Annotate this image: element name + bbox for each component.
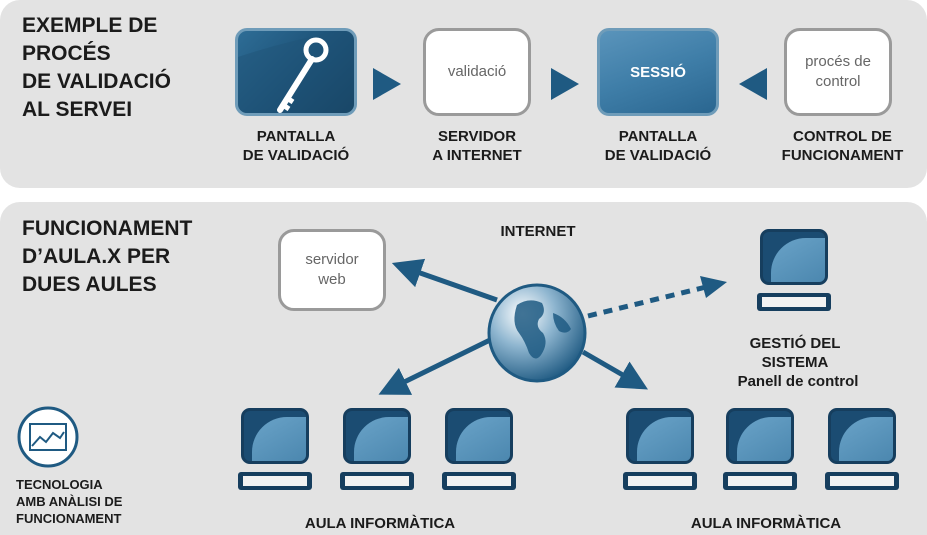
classroom-left-label: AULA INFORMÀTICA [304, 515, 456, 532]
classroom-right-label: AULA INFORMÀTICA [690, 515, 842, 532]
validation-process-title: EXEMPLE DE PROCÉS DE VALIDACIÓ AL SERVEI [22, 14, 171, 121]
key-icon [238, 31, 354, 113]
control-process-box: procés de control [784, 28, 892, 116]
classroom-computer-icon [623, 408, 697, 494]
control-panel-label: Panell de control [737, 373, 859, 390]
session-box: SESSIÓ [597, 28, 719, 116]
control-label: CONTROL DE FUNCIONAMENT [781, 128, 904, 164]
management-label: GESTIÓ DEL SISTEMA [749, 335, 841, 371]
management-computer-icon [757, 229, 831, 315]
classroom-computer-icon [723, 408, 797, 494]
classroom-computer-icon [340, 408, 414, 494]
classroom-computer-icon [442, 408, 516, 494]
web-server-box: servidor web [278, 229, 386, 311]
two-classrooms-title: FUNCIONAMENT D’AULA.X PER DUES AULES [22, 217, 193, 296]
arrow-right-icon [551, 68, 579, 100]
performance-chart-icon [17, 406, 79, 468]
validation-screen-key-box [235, 28, 357, 116]
classroom-computer-icon [825, 408, 899, 494]
validation-screen-label-2: PANTALLA DE VALIDACIÓ [604, 128, 712, 164]
globe-icon [487, 283, 587, 383]
classroom-computer-icon [238, 408, 312, 494]
validation-screen-label: PANTALLA DE VALIDACIÓ [242, 128, 350, 164]
internet-label: INTERNET [500, 223, 576, 240]
arrow-left-icon [739, 68, 767, 100]
arrow-right-icon [373, 68, 401, 100]
validation-box: validació [423, 28, 531, 116]
internet-server-label: SERVIDOR A INTERNET [432, 128, 522, 164]
technology-label: TECNOLOGIA AMB ANÀLISI DE FUNCIONAMENT [16, 477, 123, 526]
